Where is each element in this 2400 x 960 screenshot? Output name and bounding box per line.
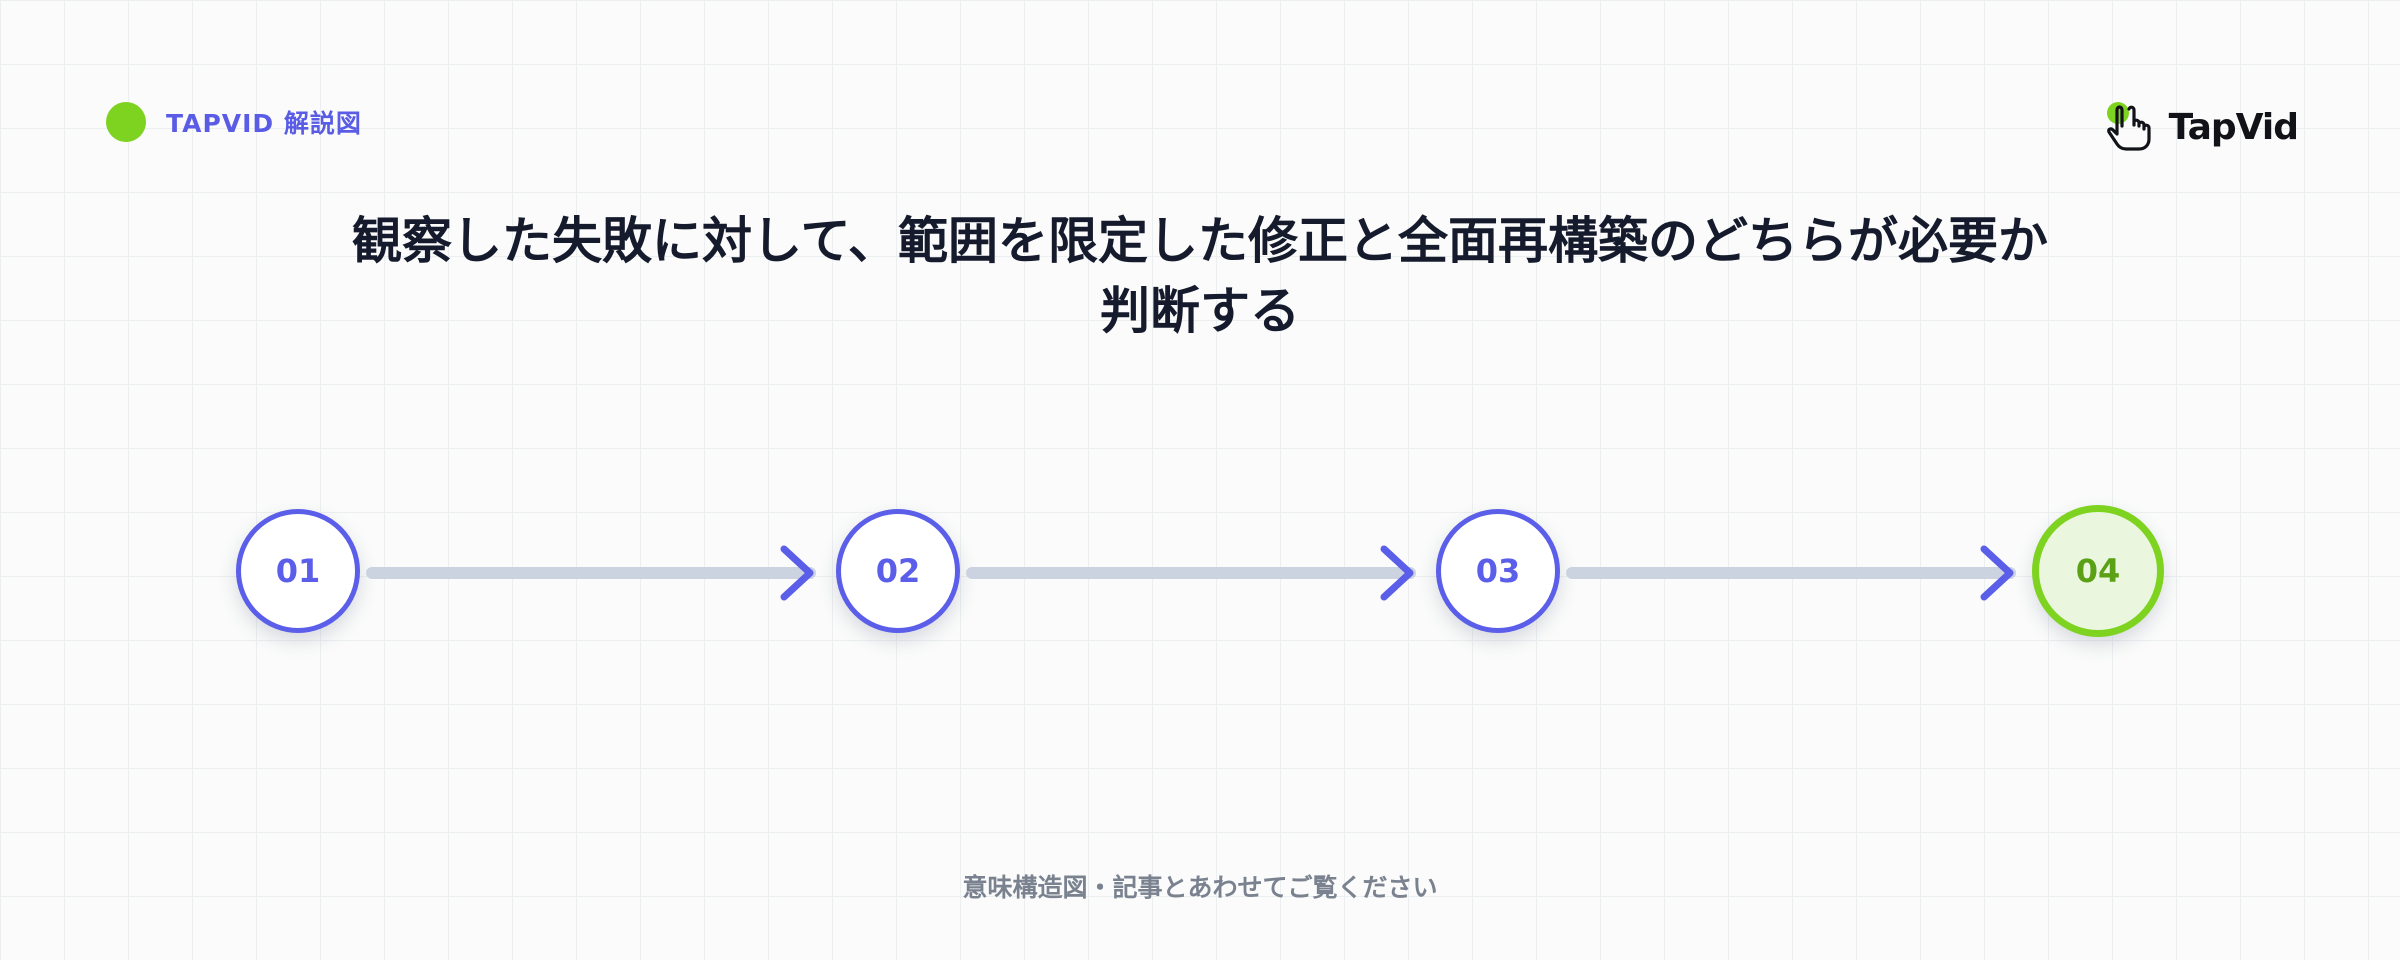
- footer-caption: 意味構造図・記事とあわせてご覧ください: [962, 873, 1438, 902]
- title-line-2: 判断する: [1100, 282, 1300, 340]
- step-label: 01: [275, 552, 321, 590]
- logo-text: TapVid: [2168, 106, 2299, 148]
- diagram-title: 観察した失敗に対して、範囲を限定した修正と全面再構築のどちらが必要か 判断する: [300, 206, 2100, 346]
- arrow-connector-3: [1566, 545, 2016, 601]
- step-node-01: 01: [236, 509, 360, 633]
- step-label: 03: [1475, 552, 1521, 590]
- green-dot-icon: [106, 102, 146, 142]
- badge-label: TAPVID 解説図: [166, 109, 362, 138]
- tap-hand-icon: [2106, 102, 2151, 151]
- header-badge: TAPVID 解説図: [106, 102, 362, 142]
- step-node-03: 03: [1436, 509, 1560, 633]
- arrow-connector-1: [366, 545, 816, 601]
- step-node-02: 02: [836, 509, 960, 633]
- arrow-connector-2: [966, 545, 1416, 601]
- tapvid-logo: TapVid: [2103, 98, 2299, 156]
- step-label: 04: [2075, 552, 2121, 590]
- step-node-04: 04: [2032, 505, 2164, 637]
- title-line-1: 観察した失敗に対して、範囲を限定した修正と全面再構築のどちらが必要か: [352, 212, 2048, 270]
- step-label: 02: [875, 552, 921, 590]
